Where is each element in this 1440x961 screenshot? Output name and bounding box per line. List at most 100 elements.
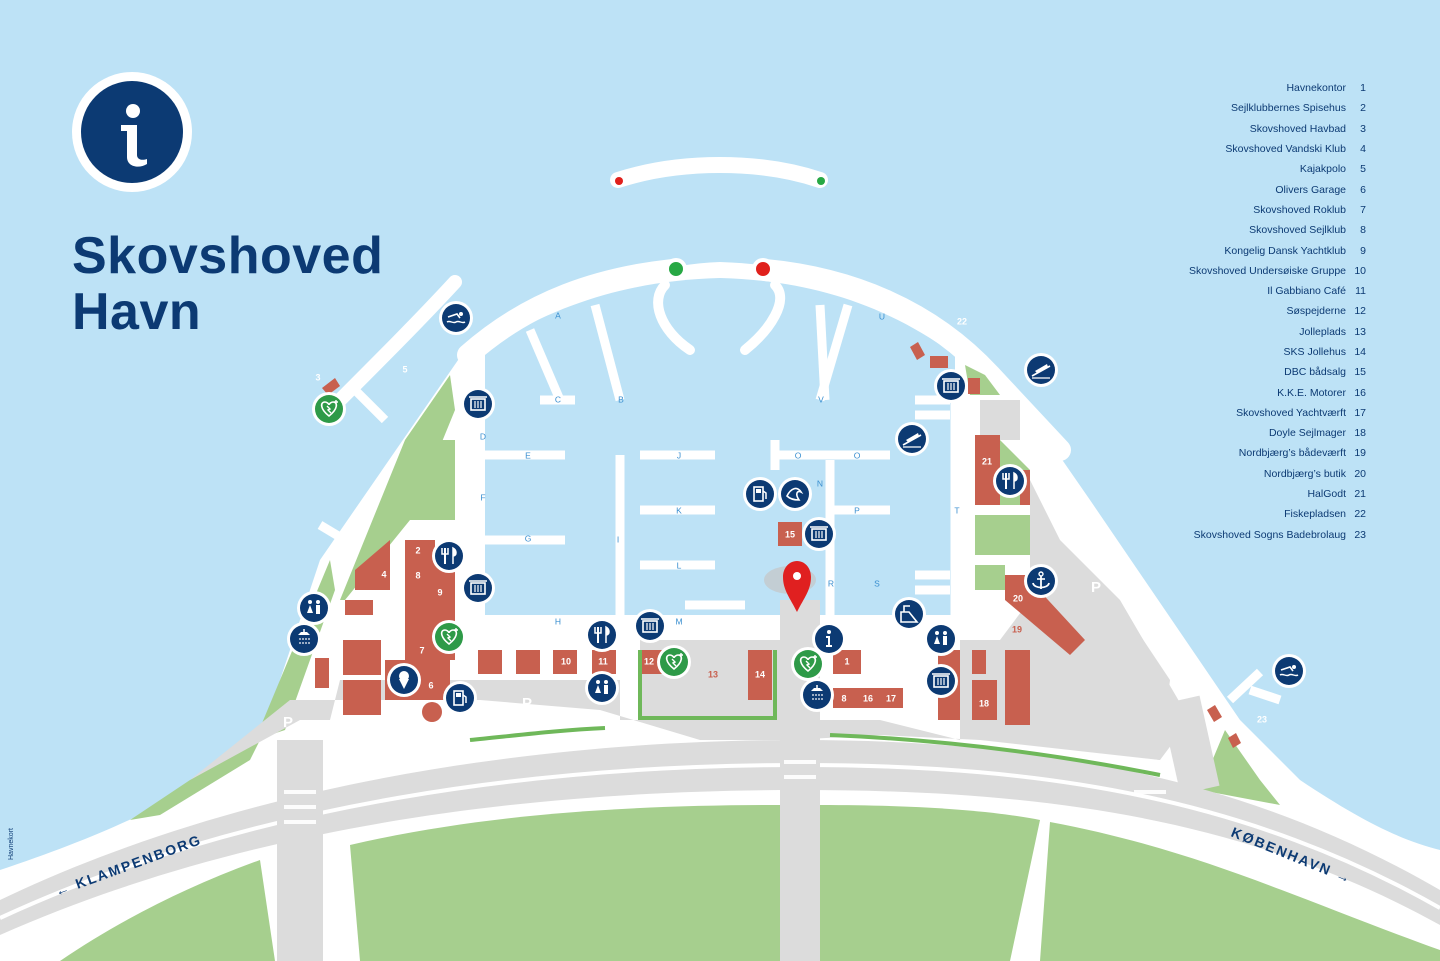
- building-number: 9: [834, 672, 839, 682]
- trash-icon: [633, 609, 667, 643]
- location-marker-icon: [764, 561, 816, 612]
- legend-item-number: 22: [1354, 508, 1366, 521]
- pier-letter: N: [817, 478, 823, 488]
- pier-letter: D: [480, 431, 486, 441]
- harbour-basin: [485, 278, 955, 620]
- side-note: Havnekort: [8, 828, 15, 860]
- trash-icon: [934, 369, 968, 403]
- pier-letter: H: [555, 616, 561, 626]
- light-red-outer: [615, 177, 623, 185]
- parking-label: P: [1091, 579, 1101, 596]
- breakwater-east: [754, 259, 1071, 461]
- crosswalk-stripe: [784, 760, 816, 764]
- title-line-1: Skovshoved: [72, 227, 384, 285]
- legend-item-number: 20: [1354, 467, 1366, 480]
- legend-item: Olivers Garage 6: [1046, 179, 1366, 199]
- building-number: 19: [1012, 624, 1022, 634]
- legend-item-number: 18: [1354, 427, 1366, 440]
- legend-item-number: 12: [1354, 305, 1366, 318]
- aed-icon: [432, 620, 466, 654]
- building-number: 7: [419, 645, 424, 655]
- building-number: 5: [402, 364, 407, 374]
- legend-item: Sejlklubbernes Spisehus 2: [1046, 98, 1366, 118]
- trash-icon: [802, 517, 836, 551]
- legend-item-name: Skovshoved Havbad: [1249, 122, 1346, 135]
- jolleplads-hedge: [638, 650, 777, 720]
- legend-item-name: Olivers Garage: [1275, 183, 1346, 196]
- crosswalk-stripe: [284, 820, 316, 824]
- legend-item-name: Søspejderne: [1286, 305, 1346, 318]
- building-number: 15: [785, 529, 795, 539]
- legend-item-number: 14: [1354, 346, 1366, 358]
- light-green-inner: [665, 258, 687, 280]
- restaurant-icon: [432, 539, 466, 573]
- aed-icon: [657, 645, 691, 679]
- legend-item-name: K.K.E. Motorer: [1277, 386, 1346, 399]
- crosswalk-stripe: [1134, 790, 1166, 794]
- legend-item-number: 2: [1360, 102, 1366, 115]
- building-number: 20: [1013, 593, 1023, 603]
- light-red-inner: [752, 258, 774, 280]
- building-number: 2: [415, 545, 420, 555]
- pier-letter: V: [818, 394, 824, 404]
- info-icon: [812, 622, 846, 656]
- legend-item: DBC bådsalg 15: [1046, 362, 1366, 382]
- legend-item-name: Doyle Sejlmager: [1268, 427, 1346, 440]
- legend-item-name: Skovshoved Sogns Badebrolaug: [1193, 528, 1346, 541]
- legend-item-number: 19: [1354, 447, 1366, 460]
- trash-icon: [924, 664, 958, 698]
- west-pier: [323, 275, 462, 417]
- toilet-icon: [297, 591, 331, 625]
- pier-letter: J: [677, 450, 681, 460]
- swim-icon: [1272, 654, 1306, 688]
- pier-letter: E: [525, 450, 531, 460]
- trash-icon: [461, 387, 495, 421]
- legend-item-number: 6: [1360, 183, 1366, 196]
- legend-item-number: 16: [1354, 386, 1366, 399]
- legend-item-name: Skovshoved Vandski Klub: [1225, 143, 1346, 156]
- legend-item-number: 9: [1360, 244, 1366, 257]
- building-number: 17: [886, 693, 896, 703]
- building-number: 4: [381, 569, 386, 579]
- legend-item-number: 15: [1354, 366, 1366, 379]
- shower-icon: [800, 678, 834, 712]
- pier-letter: M: [675, 616, 682, 626]
- aed-icon: [312, 392, 346, 426]
- toilet-icon: [924, 622, 958, 656]
- legend-item-name: Il Gabbiano Café: [1267, 285, 1346, 298]
- pier-letter: F: [480, 492, 485, 502]
- building-number: 3: [315, 372, 320, 382]
- inner-pier-west: [653, 280, 695, 355]
- pier-letter: C: [555, 394, 561, 404]
- legend-item-name: DBC bådsalg: [1284, 366, 1346, 379]
- building-number: 16: [863, 693, 873, 703]
- legend-item-name: Sejlklubbernes Spisehus: [1231, 102, 1346, 115]
- parking-label: P: [522, 695, 532, 712]
- light-green-outer: [817, 177, 825, 185]
- building-number: 22: [957, 316, 967, 326]
- page-title: Skovshoved Havn: [72, 228, 383, 340]
- legend-item-name: Kajakpolo: [1299, 163, 1346, 176]
- crosswalk-stripe: [284, 790, 316, 794]
- building-number: 13: [708, 669, 718, 679]
- pier-letter: O: [795, 450, 802, 460]
- legend-item-number: 17: [1354, 406, 1366, 419]
- slipway-icon: [892, 597, 926, 631]
- pier-letter: T: [954, 505, 959, 515]
- hedge-west: [469, 726, 606, 742]
- parking-label: P: [283, 714, 293, 731]
- legend-item-name: Havnekontor: [1286, 82, 1346, 95]
- park-far-east: [1040, 822, 1440, 961]
- shower-icon: [287, 622, 321, 656]
